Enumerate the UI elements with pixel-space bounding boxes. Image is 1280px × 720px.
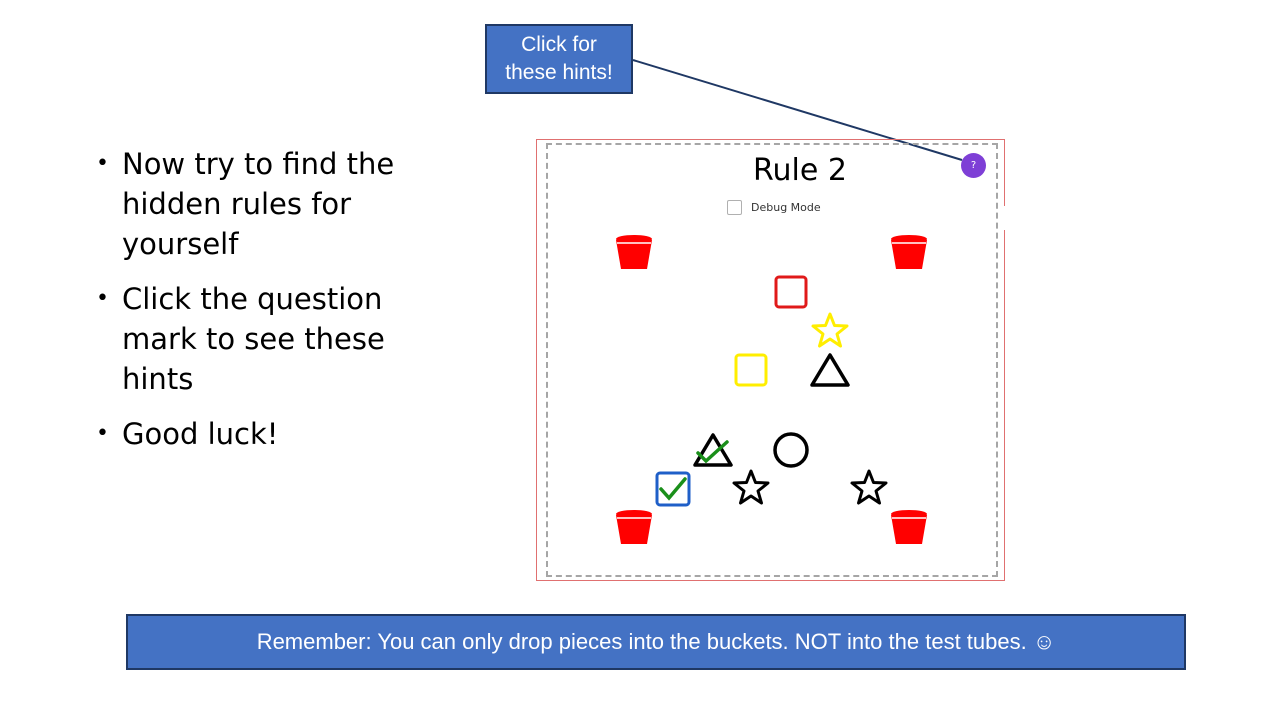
square-checked[interactable] <box>653 469 693 509</box>
bullet-text: Good luck! <box>122 417 279 451</box>
bullet-dot: • <box>96 151 109 176</box>
black-circle[interactable] <box>771 430 811 470</box>
reminder-banner: Remember: You can only drop pieces into … <box>126 614 1186 670</box>
game-board <box>546 143 998 577</box>
game-frame-border <box>536 139 1005 581</box>
debug-mode-label: Debug Mode <box>751 200 821 214</box>
check-icon <box>659 477 687 501</box>
help-question-button[interactable]: ? <box>961 153 986 178</box>
black-triangle-checked[interactable] <box>691 430 735 470</box>
debug-mode-checkbox[interactable] <box>727 199 742 215</box>
yellow-star[interactable] <box>810 311 850 351</box>
bullet-text: Now try to find the hidden rules for you… <box>122 147 395 261</box>
callout-line-2: these hints! <box>505 61 613 84</box>
black-star-left[interactable] <box>731 468 771 508</box>
bucket-bottom-right[interactable] <box>889 509 929 547</box>
debug-mode-toggle[interactable]: Debug Mode <box>727 198 821 216</box>
black-triangle[interactable] <box>808 350 852 390</box>
bucket-top-right[interactable] <box>889 234 929 272</box>
bullet-dot: • <box>96 286 109 311</box>
callout-line-1: Click for <box>521 33 597 56</box>
bullet-dot: • <box>96 421 109 446</box>
bullet-item: • Now try to find the hidden rules for yo… <box>96 144 456 264</box>
reminder-text: Remember: You can only drop pieces into … <box>256 629 1056 654</box>
black-star-right[interactable] <box>849 468 889 508</box>
check-icon <box>696 440 729 464</box>
hint-callout: Click for these hints! <box>485 24 633 94</box>
frame-gap <box>998 206 1008 230</box>
bucket-top-left[interactable] <box>614 234 654 272</box>
bullet-item: • Good luck! <box>96 414 456 454</box>
rule-title: Rule 2 <box>753 153 847 188</box>
bucket-bottom-left[interactable] <box>614 509 654 547</box>
bullet-item: • Click the question mark to see these hi… <box>96 279 456 399</box>
yellow-square[interactable] <box>732 351 770 389</box>
instruction-list: • Now try to find the hidden rules for yo… <box>96 144 456 469</box>
bullet-text: Click the question mark to see these hin… <box>122 282 385 396</box>
red-square[interactable] <box>772 273 810 311</box>
